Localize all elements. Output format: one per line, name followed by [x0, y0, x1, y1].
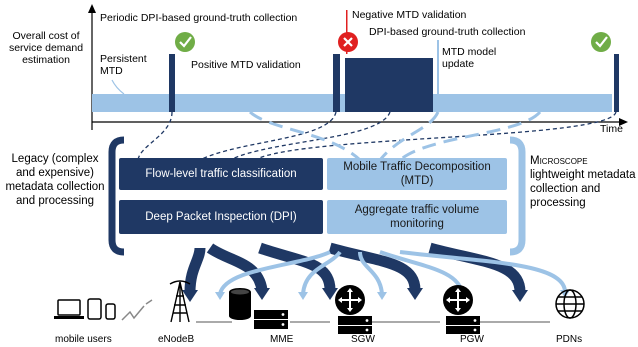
dpi-spike-1 — [169, 54, 175, 112]
antenna-tower-icon — [169, 280, 191, 323]
cross-icon — [338, 32, 358, 52]
dpi-box: Deep Packet Inspection (DPI) — [119, 200, 323, 234]
dpi-spike-3 — [614, 54, 619, 112]
flow-classification-box: Flow-level traffic classification — [119, 158, 323, 190]
router-icon — [335, 285, 365, 315]
database-icon — [229, 288, 251, 320]
persistent-mtd-pointer — [111, 79, 125, 95]
negative-validation-marker — [346, 10, 348, 54]
phone-icon — [105, 303, 116, 320]
wireless-signal-icon — [121, 299, 153, 321]
server-icon — [338, 316, 372, 334]
dark-flow-arrows — [184, 242, 526, 293]
model-update-marker — [437, 40, 439, 112]
legacy-caption: Legacy (complex and expensive) metadata … — [5, 153, 105, 207]
laptop-icon — [54, 299, 84, 319]
mtd-box: Mobile Traffic Decomposition (MTD) — [327, 158, 507, 190]
aggregate-monitoring-box: Aggregate traffic volume monitoring — [327, 200, 507, 234]
x-axis-arrow — [619, 118, 628, 126]
microscope-bracket — [509, 136, 526, 256]
dpi-collection-label: DPI-based ground-truth collection — [369, 26, 526, 38]
negative-validation-label: Negative MTD validation — [352, 9, 467, 21]
cost-axis-label: Overall cost of service demand estimatio… — [8, 30, 84, 66]
microscope-name: Microscope — [530, 155, 588, 167]
check-icon — [591, 32, 611, 52]
time-axis-label: Time — [600, 123, 623, 135]
mme-label: MME — [270, 334, 294, 345]
mobile-users-label: mobile users — [55, 334, 112, 345]
check-icon — [175, 32, 195, 52]
enodeb-label: eNodeB — [158, 334, 195, 345]
y-axis-arrow — [88, 4, 96, 13]
microscope-caption: Microscope lightweight metadata collecti… — [530, 154, 636, 210]
dpi-connectors — [137, 111, 617, 161]
server-icon — [446, 316, 480, 334]
microscope-description: lightweight metadata collection and proc… — [530, 169, 636, 209]
pdns-label: PDNs — [556, 334, 583, 345]
globe-icon — [555, 289, 585, 319]
dpi-collection-block — [345, 58, 433, 112]
persistent-mtd-label: Persistent MTD — [100, 53, 147, 77]
dark-arrowheads — [182, 288, 528, 302]
positive-validation-label: Positive MTD validation — [191, 59, 301, 71]
tablet-icon — [87, 298, 102, 320]
pgw-label: PGW — [460, 334, 484, 345]
mtd-model-update-label: MTD model update — [442, 46, 497, 70]
mtd-connectors — [248, 110, 542, 162]
sgw-label: SGW — [351, 334, 375, 345]
dpi-spike-2 — [333, 54, 340, 112]
legacy-bracket — [108, 136, 125, 256]
server-icon — [254, 310, 288, 329]
router-icon — [443, 285, 473, 315]
periodic-collection-label: Periodic DPI-based ground-truth collecti… — [100, 12, 298, 24]
